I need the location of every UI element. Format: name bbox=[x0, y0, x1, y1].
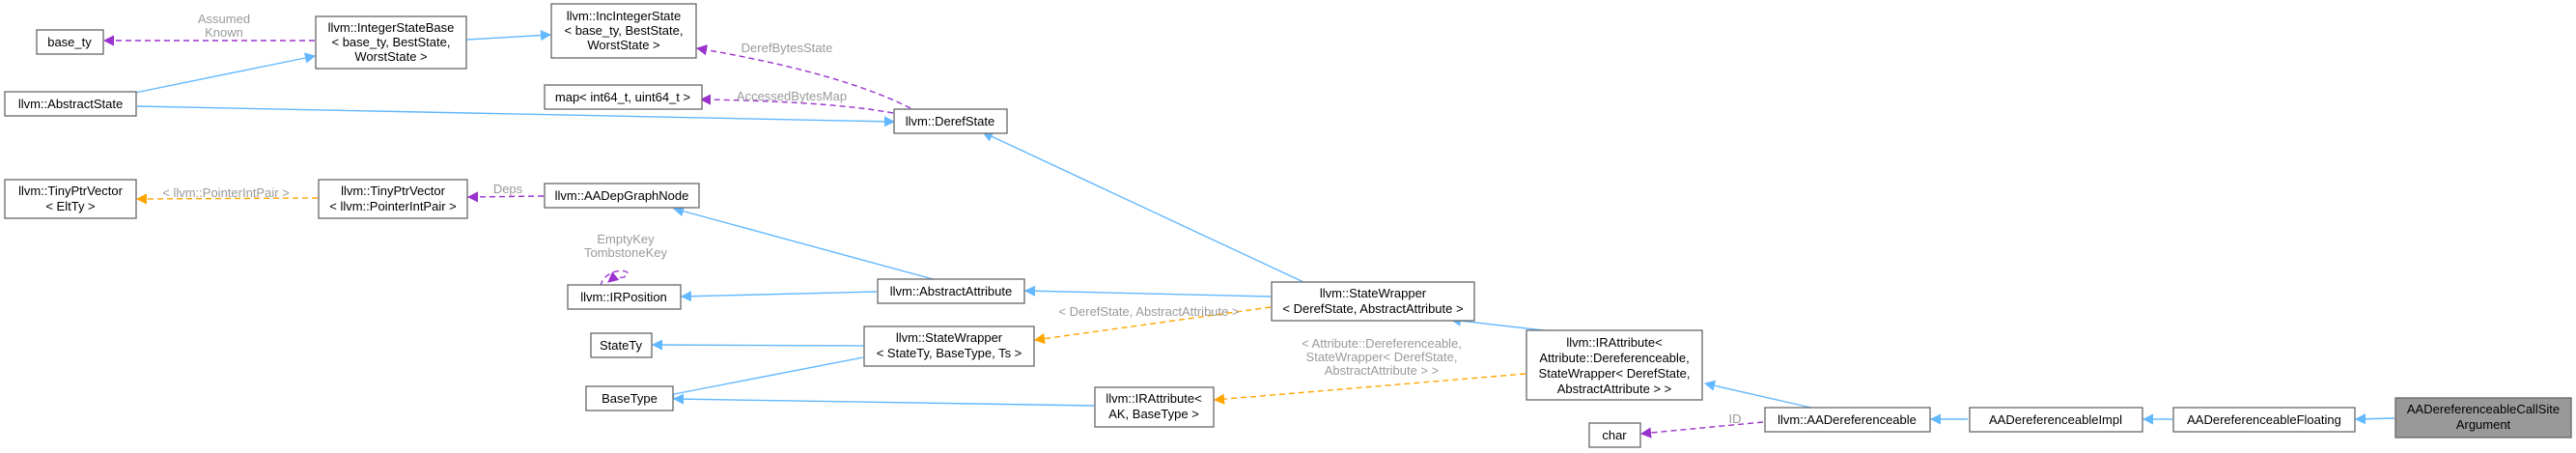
svg-text:llvm::AbstractState: llvm::AbstractState bbox=[18, 97, 123, 111]
node-aadereferenceable[interactable]: llvm::AADereferenceable bbox=[1764, 407, 1931, 433]
node-aadereferenceablefloating[interactable]: AADereferenceableFloating bbox=[2172, 407, 2356, 433]
svg-text:llvm::AADepGraphNode: llvm::AADepGraphNode bbox=[555, 188, 689, 203]
svg-text:AADereferenceableFloating: AADereferenceableFloating bbox=[2187, 412, 2341, 427]
svg-text:llvm::IRAttribute<: llvm::IRAttribute< bbox=[1106, 391, 1201, 406]
node-irattribute-dereferenceable[interactable]: llvm::IRAttribute< Attribute::Dereferenc… bbox=[1526, 329, 1703, 401]
svg-text:llvm::IncIntegerState: llvm::IncIntegerState bbox=[567, 9, 682, 23]
edge-label-pointerintpair: < llvm::PointerIntPair > bbox=[162, 185, 290, 200]
edge-derefstate-to-abstractstate bbox=[136, 105, 896, 127]
svg-text:Attribute::Dereferenceable,: Attribute::Dereferenceable, bbox=[1539, 351, 1689, 365]
edge-callsiteargument-to-aadereferenceablefloating bbox=[2354, 413, 2395, 425]
svg-text:< StateTy, BaseType, Ts >: < StateTy, BaseType, Ts > bbox=[877, 346, 1022, 360]
edge-irposition-self: EmptyKey TombstoneKey bbox=[584, 232, 667, 287]
edge-label-deps: Deps bbox=[493, 182, 523, 196]
edge-irattributegeneric-to-basetype bbox=[672, 393, 1095, 407]
node-abstractattribute[interactable]: llvm::AbstractAttribute bbox=[877, 278, 1025, 304]
svg-text:llvm::IntegerStateBase: llvm::IntegerStateBase bbox=[328, 20, 455, 35]
edge-aadereferenceable-to-char: ID bbox=[1639, 411, 1764, 439]
svg-text:llvm::TinyPtrVector: llvm::TinyPtrVector bbox=[341, 184, 446, 198]
edge-derefstate-to-incintegerstate: DerefBytesState bbox=[695, 41, 911, 109]
node-char[interactable]: char bbox=[1588, 422, 1641, 448]
svg-text:llvm::TinyPtrVector: llvm::TinyPtrVector bbox=[18, 184, 124, 198]
svg-text:StateWrapper< DerefState,: StateWrapper< DerefState, bbox=[1539, 366, 1691, 381]
svg-text:llvm::AbstractAttribute: llvm::AbstractAttribute bbox=[890, 284, 1012, 298]
node-aadereferenceableimpl[interactable]: AADereferenceableImpl bbox=[1969, 407, 2143, 433]
svg-text:llvm::StateWrapper: llvm::StateWrapper bbox=[896, 330, 1003, 345]
node-incintegerstate[interactable]: llvm::IncIntegerState < base_ty, BestSta… bbox=[550, 3, 697, 59]
svg-text:< base_ty, BestState,: < base_ty, BestState, bbox=[332, 35, 451, 49]
svg-text:base_ty: base_ty bbox=[47, 35, 92, 49]
svg-text:llvm::StateWrapper: llvm::StateWrapper bbox=[1320, 286, 1427, 300]
node-statewrapper-derefstate[interactable]: llvm::StateWrapper < DerefState, Abstrac… bbox=[1271, 281, 1475, 322]
edge-statewrapperderef-to-derefstate bbox=[981, 131, 1304, 283]
svg-text:WorstState >: WorstState > bbox=[354, 49, 427, 64]
edge-label-known: Known bbox=[205, 25, 243, 40]
svg-text:StateTy: StateTy bbox=[600, 338, 643, 353]
node-irattribute-generic[interactable]: llvm::IRAttribute< AK, BaseType > bbox=[1094, 386, 1215, 428]
svg-text:BaseType: BaseType bbox=[602, 391, 658, 406]
svg-text:< llvm::PointerIntPair >: < llvm::PointerIntPair > bbox=[329, 199, 457, 213]
edge-statewrapperderef-to-abstractattribute bbox=[1023, 285, 1272, 297]
node-aadepgraphnode[interactable]: llvm::AADepGraphNode bbox=[544, 183, 700, 209]
svg-text:< base_ty, BestState,: < base_ty, BestState, bbox=[565, 23, 684, 38]
node-irposition[interactable]: llvm::IRPosition bbox=[567, 284, 682, 310]
edge-label-tombstonekey: TombstoneKey bbox=[584, 245, 667, 260]
svg-text:< EltTy >: < EltTy > bbox=[45, 199, 95, 213]
svg-text:map< int64_t, uint64_t >: map< int64_t, uint64_t > bbox=[555, 90, 690, 104]
edge-derefstate-to-map: AccessedBytesMap bbox=[699, 89, 894, 114]
edge-label-attribute-deref-2: StateWrapper< DerefState, bbox=[1306, 350, 1458, 364]
edge-label-attribute-deref-3: AbstractAttribute > > bbox=[1325, 363, 1440, 378]
edge-label-attribute-deref-1: < Attribute::Dereferenceable, bbox=[1302, 336, 1462, 351]
node-map[interactable]: map< int64_t, uint64_t > bbox=[544, 84, 703, 110]
edge-integerstatebase-to-abstractstate bbox=[129, 52, 317, 95]
svg-text:< DerefState, AbstractAttribut: < DerefState, AbstractAttribute > bbox=[1282, 301, 1463, 316]
svg-text:AADereferenceableCallSite: AADereferenceableCallSite bbox=[2407, 402, 2560, 416]
edge-label-id: ID bbox=[1729, 411, 1742, 426]
node-abstractstate[interactable]: llvm::AbstractState bbox=[4, 91, 137, 117]
svg-text:llvm::IRAttribute<: llvm::IRAttribute< bbox=[1566, 335, 1662, 350]
node-statewrapper-generic[interactable]: llvm::StateWrapper < StateTy, BaseType, … bbox=[863, 326, 1035, 367]
edge-statewrappergeneric-to-basetype bbox=[662, 356, 864, 400]
edge-label-emptykey: EmptyKey bbox=[597, 232, 655, 246]
svg-text:WorstState >: WorstState > bbox=[587, 38, 659, 52]
svg-text:AADereferenceableImpl: AADereferenceableImpl bbox=[1989, 412, 2122, 427]
node-tinyptrvector-pointerintpair[interactable]: llvm::TinyPtrVector < llvm::PointerIntPa… bbox=[318, 179, 468, 219]
svg-text:char: char bbox=[1602, 428, 1627, 442]
node-statety[interactable]: StateTy bbox=[590, 332, 653, 358]
edge-tinyptrvectorpip-to-tinyptrvectorelt: < llvm::PointerIntPair > bbox=[135, 185, 319, 205]
svg-text:llvm::DerefState: llvm::DerefState bbox=[906, 114, 994, 128]
edge-incintegerstate-to-integerstatebase bbox=[466, 29, 552, 42]
edge-abstractattribute-to-aadepgraphnode bbox=[672, 206, 938, 281]
edge-aadepgraphnode-to-tinyptrvectorpip: Deps bbox=[466, 182, 545, 203]
svg-text:llvm::AADereferenceable: llvm::AADereferenceable bbox=[1778, 412, 1917, 427]
node-integerstatebase[interactable]: llvm::IntegerStateBase < base_ty, BestSt… bbox=[315, 15, 467, 70]
svg-text:AbstractAttribute > >: AbstractAttribute > > bbox=[1557, 382, 1672, 396]
node-base-ty[interactable]: base_ty bbox=[36, 29, 104, 55]
edge-statewrapperderef-to-statewrappergeneric: < DerefState, AbstractAttribute > bbox=[1033, 304, 1272, 345]
node-aadereferenceable-callsiteargument[interactable]: AADereferenceableCallSite Argument bbox=[2394, 397, 2572, 439]
edge-label-derefbytesstate: DerefBytesState bbox=[742, 41, 833, 55]
edge-integerstatebase-to-basety: Assumed Known bbox=[102, 12, 315, 46]
edge-label-assumed: Assumed bbox=[198, 12, 250, 26]
node-tinyptrvector-eltty[interactable]: llvm::TinyPtrVector < EltTy > bbox=[4, 179, 137, 219]
edge-irattributederef-to-irattributegeneric: < Attribute::Dereferenceable, StateWrapp… bbox=[1213, 336, 1526, 405]
node-basetype[interactable]: BaseType bbox=[585, 385, 674, 411]
edge-statewrappergeneric-to-statety bbox=[651, 339, 864, 351]
edge-label-accessedbytesmap: AccessedBytesMap bbox=[737, 89, 847, 103]
edge-label-derefabstract: < DerefState, AbstractAttribute > bbox=[1058, 304, 1239, 319]
edge-abstractattribute-to-irposition bbox=[680, 291, 878, 302]
svg-text:AK, BaseType >: AK, BaseType > bbox=[1108, 407, 1199, 421]
node-derefstate[interactable]: llvm::DerefState bbox=[893, 108, 1008, 134]
svg-text:Argument: Argument bbox=[2456, 417, 2511, 432]
edge-aadereferenceable-to-irattributederef bbox=[1703, 380, 1816, 410]
svg-text:llvm::IRPosition: llvm::IRPosition bbox=[580, 290, 667, 304]
